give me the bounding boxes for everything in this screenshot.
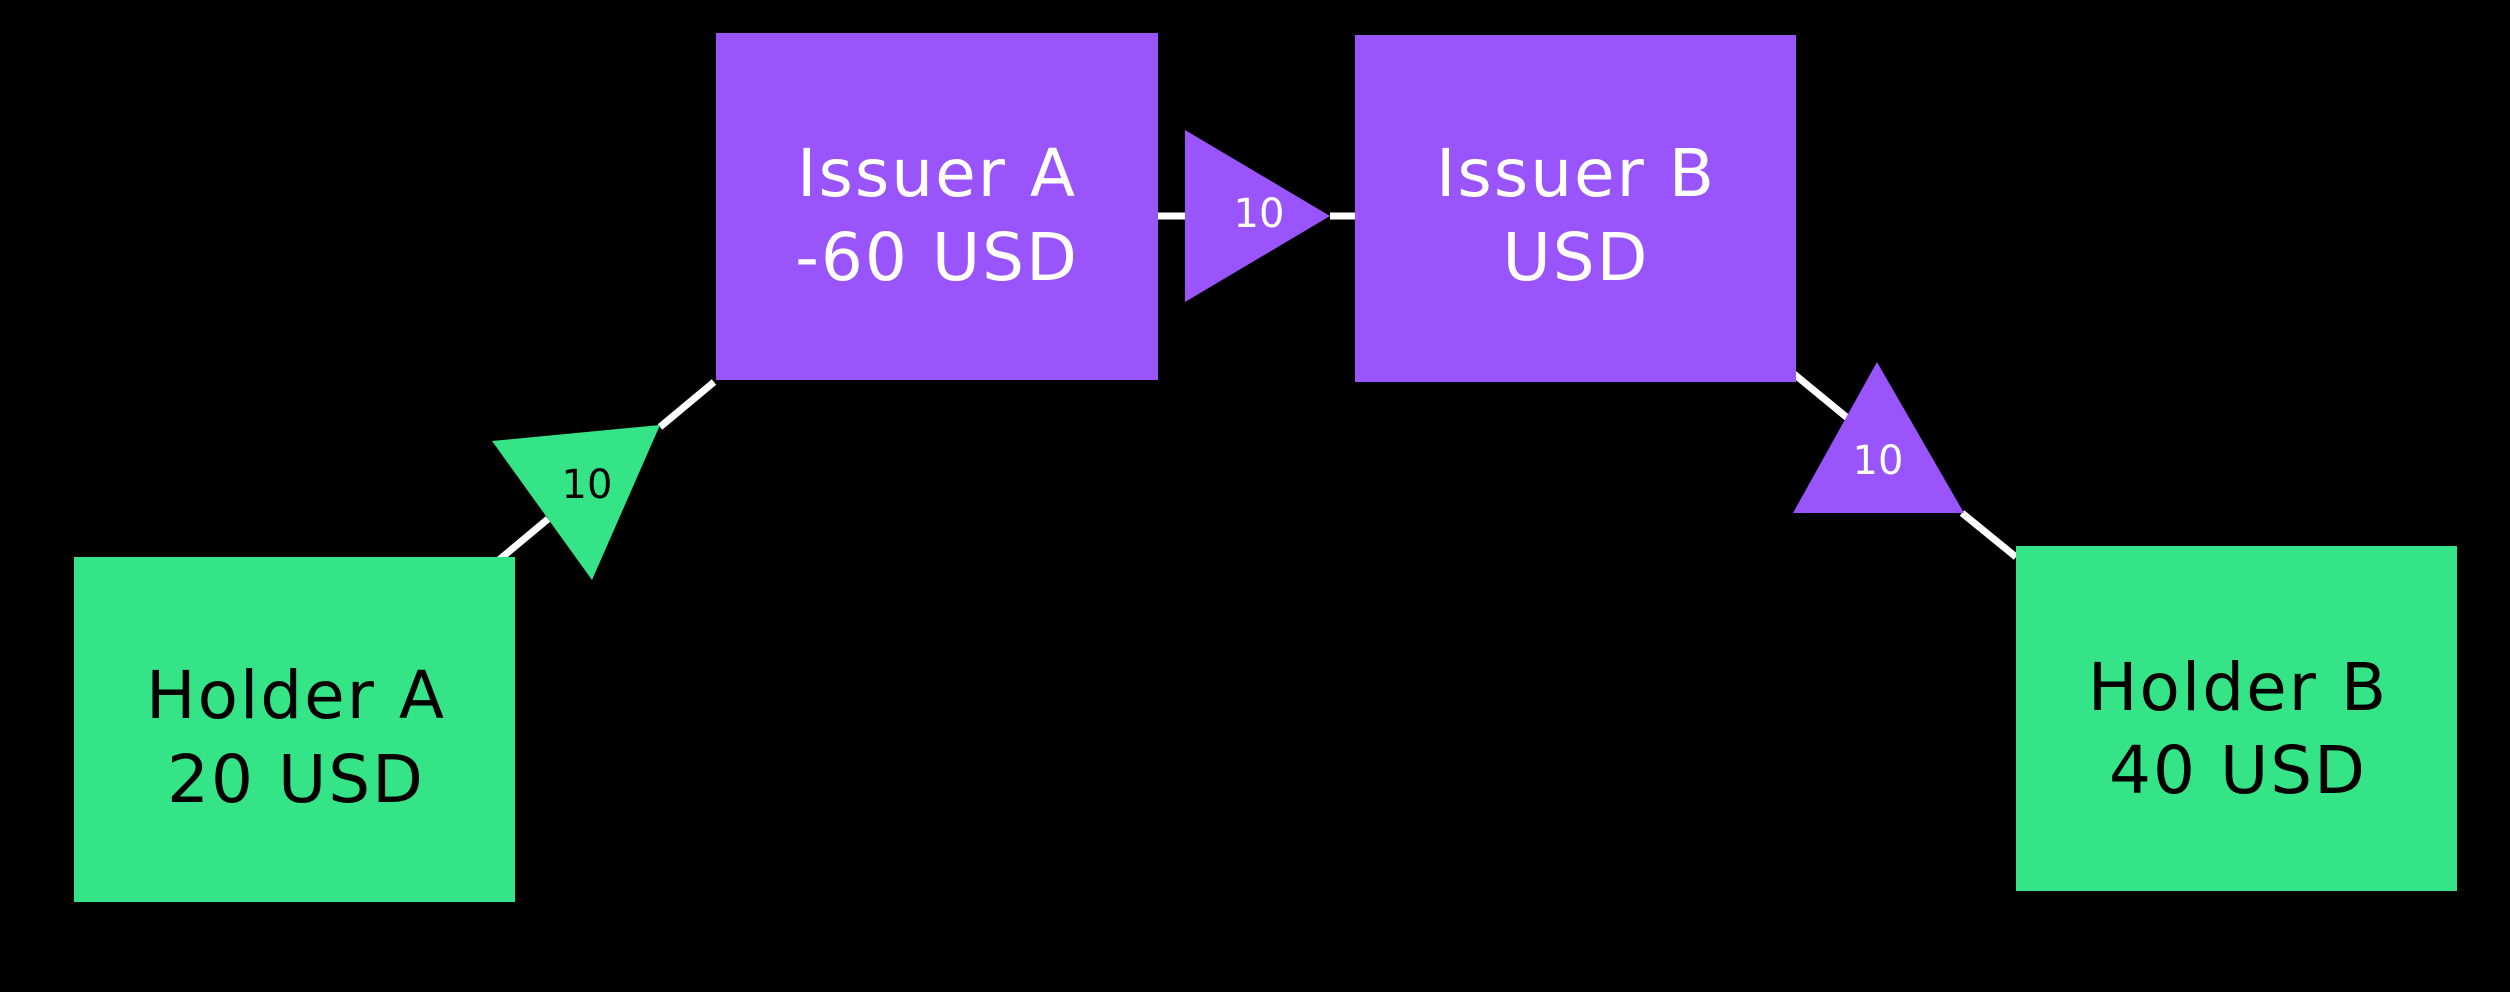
issuer-b-node: Issuer B USD	[1355, 35, 1796, 382]
connector-triangle-to-issuer-a	[657, 379, 717, 430]
holder-b-box	[2016, 546, 2457, 891]
issuer-b-name: Issuer B	[1436, 135, 1716, 212]
holder-a-balance: 20 USD	[167, 741, 425, 818]
holder-b-node: Holder B 40 USD	[2016, 546, 2457, 891]
triangle-arrow-icon	[492, 425, 660, 580]
issuer-b-balance: USD	[1502, 219, 1649, 296]
edge-issuer-a-amount: 10	[1234, 191, 1285, 237]
edge-issuer-a-to-issuer-b: 10	[1185, 130, 1330, 302]
edge-holder-a-to-issuer-a: 10	[492, 425, 660, 580]
connector-issuer-b-to-triangle	[1791, 371, 1853, 423]
holder-a-box	[74, 557, 515, 902]
holder-a-node: Holder A 20 USD	[74, 557, 515, 902]
holder-b-balance: 40 USD	[2109, 732, 2367, 809]
holder-b-name: Holder B	[2088, 649, 2388, 726]
triangle-arrow-icon	[1793, 362, 1964, 513]
issuer-b-box	[1355, 35, 1796, 382]
issuer-a-name: Issuer A	[797, 135, 1077, 212]
edge-issuer-b-amount: 10	[1853, 438, 1904, 484]
edge-issuer-b-to-holder-b: 10	[1793, 362, 1964, 513]
issuer-a-node: Issuer A -60 USD	[716, 33, 1158, 380]
triangle-arrow-icon	[1185, 130, 1330, 302]
connector-holder-a-to-triangle	[491, 516, 551, 567]
edge-holder-a-amount: 10	[562, 462, 613, 508]
issuer-a-box	[716, 33, 1158, 380]
issuer-a-balance: -60 USD	[795, 219, 1079, 296]
holder-a-name: Holder A	[146, 657, 446, 734]
connector-triangle-to-holder-b	[1959, 510, 2019, 560]
